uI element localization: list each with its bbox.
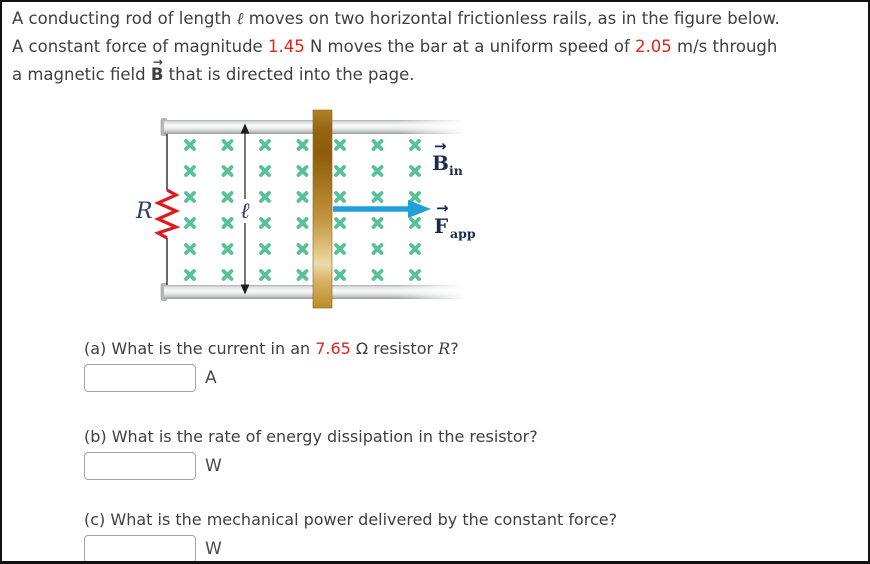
- unit-label-b: W: [205, 456, 222, 476]
- field-cross-icon: [259, 269, 271, 281]
- question-a-answer-row: A: [84, 364, 459, 392]
- question-b-text: (b) What is the rate of energy dissipati…: [84, 427, 538, 446]
- field-cross-icon: [334, 243, 346, 255]
- force-letter: F: [434, 214, 448, 238]
- problem-statement: A conducting rod of length ℓ moves on tw…: [12, 5, 780, 89]
- field-cross-icon: [221, 269, 234, 281]
- field-cross-icon: [184, 191, 196, 203]
- question-c: (c) What is the mechanical power deliver…: [84, 510, 618, 561]
- field-label: → B in: [432, 137, 463, 178]
- question-b: (b) What is the rate of energy dissipati…: [84, 427, 538, 480]
- field-cross-icon: [259, 139, 271, 151]
- question-b-answer-row: W: [84, 452, 538, 480]
- resistor-label: R: [135, 199, 153, 224]
- field-marks: [184, 139, 421, 281]
- field-cross-icon: [184, 269, 196, 281]
- field-cross-icon: [409, 165, 421, 177]
- unit-label-a: A: [205, 368, 217, 388]
- field-cross-icon: [409, 217, 421, 229]
- field-cross-icon: [296, 191, 309, 203]
- field-cross-icon: [334, 217, 346, 229]
- field-cross-icon: [184, 217, 196, 229]
- field-cross-icon: [259, 217, 271, 229]
- field-cross-icon: [371, 243, 384, 255]
- force-arrow: [333, 200, 431, 218]
- field-vector-arrow-icon: →: [434, 137, 447, 155]
- question-a-text: (a) What is the current in an 7.65 Ω res…: [84, 339, 459, 358]
- field-cross-icon: [184, 139, 196, 151]
- bottom-rail-fade: [398, 283, 466, 301]
- field-cross-icon: [371, 217, 384, 229]
- length-label: ℓ: [240, 199, 250, 224]
- field-cross-icon: [296, 217, 309, 229]
- field-cross-icon: [334, 191, 346, 203]
- top-rail-cap: [160, 118, 168, 136]
- field-cross-icon: [221, 139, 234, 151]
- answer-input-c[interactable]: [84, 535, 196, 561]
- length-dimension: [240, 123, 250, 295]
- bottom-rail-cap: [160, 283, 168, 301]
- field-subscript: in: [449, 163, 463, 178]
- field-cross-icon: [259, 165, 271, 177]
- unit-label-c: W: [205, 539, 222, 559]
- intro-line-1: A conducting rod of length ℓ moves on tw…: [12, 9, 780, 28]
- top-rail: [164, 120, 464, 134]
- resistor-zigzag: [154, 188, 181, 240]
- force-vector-arrow-icon: →: [436, 199, 449, 217]
- force-subscript: app: [450, 226, 476, 241]
- force-label: → F app: [434, 199, 476, 241]
- field-cross-icon: [371, 165, 384, 177]
- field-cross-icon: [334, 139, 346, 151]
- field-cross-icon: [259, 191, 271, 203]
- conducting-rod: [312, 109, 333, 309]
- field-cross-icon: [221, 165, 234, 177]
- field-cross-icon: [296, 269, 309, 281]
- vector-arrow-icon: →: [152, 55, 163, 69]
- field-cross-icon: [371, 139, 384, 151]
- field-cross-icon: [184, 243, 196, 255]
- field-cross-icon: [259, 243, 271, 255]
- field-cross-icon: [221, 217, 234, 229]
- intro-line-3: a magnetic field →B that is directed int…: [12, 55, 780, 89]
- field-cross-icon: [409, 139, 421, 151]
- field-cross-icon: [409, 243, 421, 255]
- field-cross-icon: [296, 139, 309, 151]
- field-cross-icon: [334, 269, 346, 281]
- top-rail-fade: [398, 118, 466, 136]
- field-cross-icon: [371, 191, 384, 203]
- vector-b-symbol: →B: [151, 55, 164, 89]
- question-a: (a) What is the current in an 7.65 Ω res…: [84, 339, 459, 392]
- field-letter: B: [432, 151, 449, 175]
- bottom-rail: [164, 285, 464, 299]
- field-cross-icon: [409, 269, 421, 281]
- answer-input-b[interactable]: [84, 452, 196, 480]
- field-cross-icon: [184, 165, 196, 177]
- field-cross-icon: [221, 243, 234, 255]
- intro-line-2: A constant force of magnitude 1.45 N mov…: [12, 37, 778, 56]
- field-cross-icon: [371, 269, 384, 281]
- field-cross-icon: [221, 191, 234, 203]
- field-cross-icon: [296, 165, 309, 177]
- answer-input-a[interactable]: [84, 364, 196, 392]
- field-cross-icon: [334, 165, 346, 177]
- field-cross-icon: [296, 243, 309, 255]
- question-c-text: (c) What is the mechanical power deliver…: [84, 510, 618, 529]
- field-cross-icon: [409, 191, 421, 203]
- question-c-answer-row: W: [84, 535, 617, 561]
